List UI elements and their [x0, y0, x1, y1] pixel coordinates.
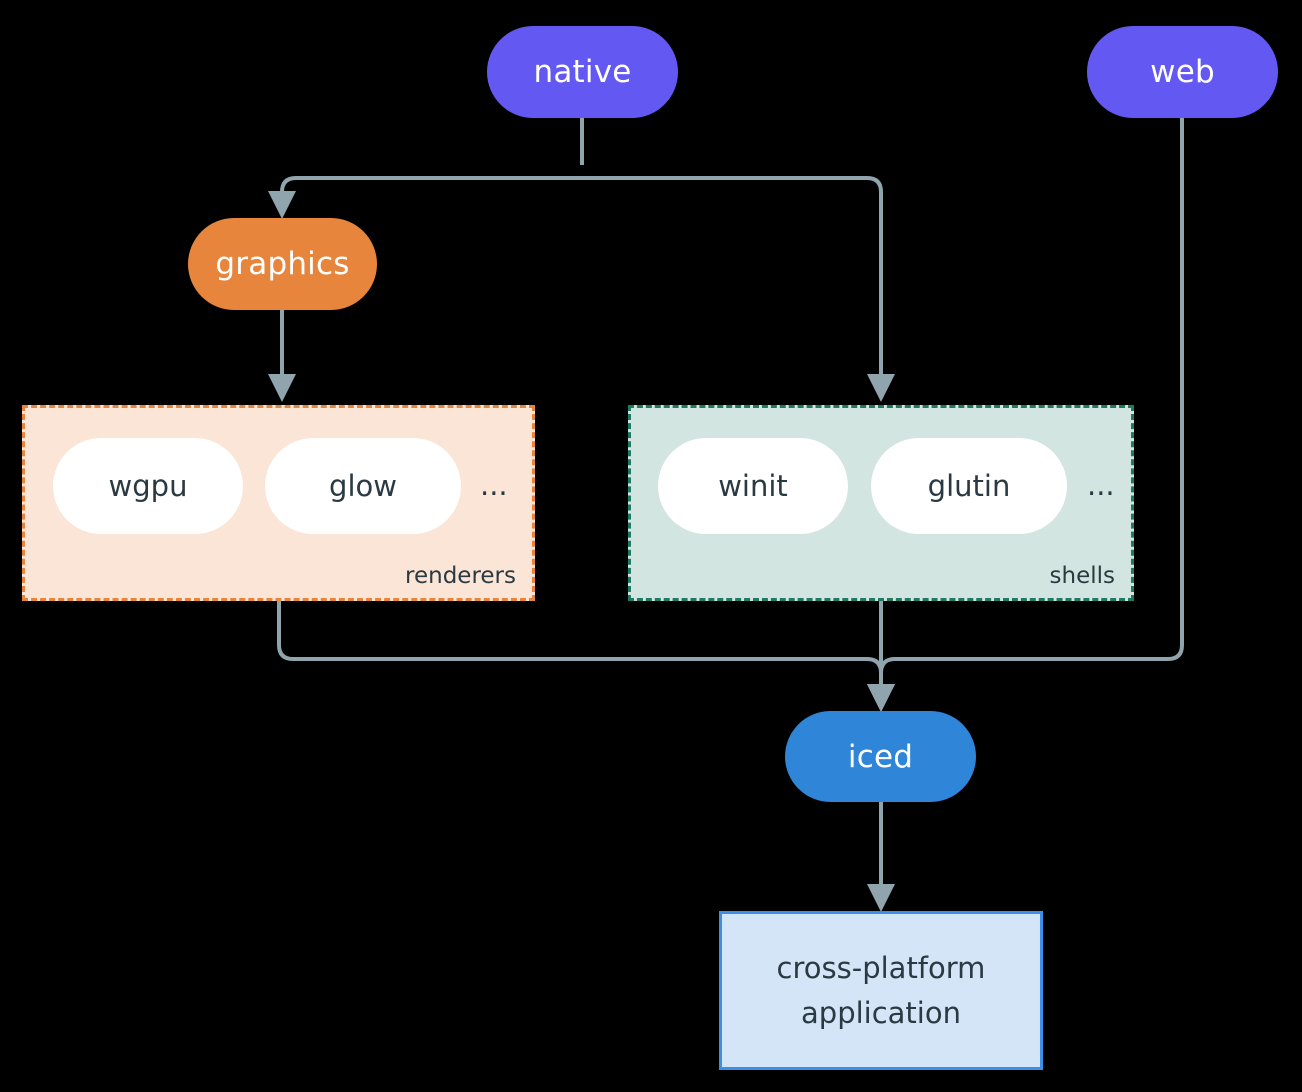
chip-glow-label: glow	[329, 469, 397, 503]
renderers-overflow-ellipsis: ...	[480, 468, 508, 502]
chip-glutin-label: glutin	[927, 469, 1011, 503]
node-cross-platform-application[interactable]: cross-platform application	[719, 911, 1043, 1070]
group-renderers-label: renderers	[405, 563, 516, 589]
node-native-label: native	[533, 54, 632, 90]
node-native[interactable]: native	[487, 26, 678, 118]
chip-wgpu[interactable]: wgpu	[53, 438, 243, 534]
shells-overflow-ellipsis: ...	[1087, 468, 1115, 502]
node-web-label: web	[1150, 54, 1215, 90]
chip-glutin[interactable]: glutin	[871, 438, 1067, 534]
edge-native-to-shells	[582, 176, 895, 402]
edge-renderers-to-iced	[277, 601, 895, 712]
group-renderers[interactable]: wgpu glow ... renderers	[22, 405, 535, 601]
edge-native-to-graphics	[268, 176, 582, 219]
application-label-line2: application	[801, 995, 961, 1030]
node-graphics-label: graphics	[215, 246, 350, 282]
chip-wgpu-label: wgpu	[108, 469, 188, 503]
chip-glow[interactable]: glow	[265, 438, 461, 534]
node-graphics[interactable]: graphics	[188, 218, 377, 310]
node-iced-label: iced	[847, 738, 914, 775]
application-label-line1: cross-platform	[776, 950, 986, 985]
chip-winit[interactable]: winit	[658, 438, 848, 534]
node-iced[interactable]: iced	[785, 711, 976, 802]
group-shells[interactable]: winit glutin ... shells	[628, 405, 1134, 601]
chip-winit-label: winit	[718, 469, 788, 503]
group-shells-label: shells	[1049, 563, 1115, 589]
node-web[interactable]: web	[1087, 26, 1278, 118]
